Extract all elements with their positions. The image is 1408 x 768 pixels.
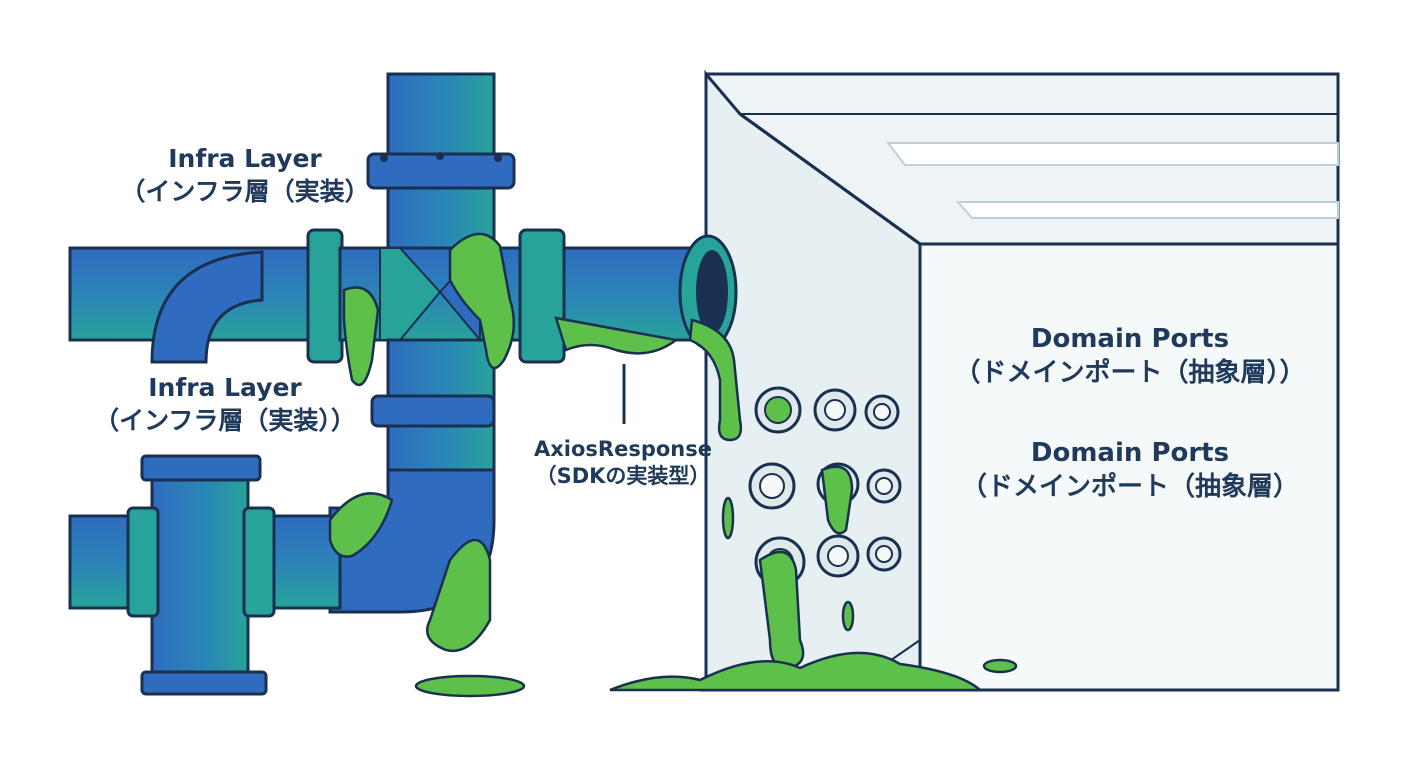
pipe-lower-tee bbox=[150, 470, 250, 680]
port-hole bbox=[748, 462, 796, 510]
port-hole bbox=[816, 534, 860, 578]
flange bbox=[140, 454, 262, 482]
port-hole bbox=[866, 468, 902, 504]
infra-layer-subtitle: （インフラ層（実装） bbox=[120, 176, 370, 206]
domain-ports-title: Domain Ports bbox=[1030, 324, 1230, 354]
domain-ports-title: Domain Ports bbox=[1030, 438, 1230, 468]
flange bbox=[242, 506, 276, 618]
infra-layer-title: Infra Layer bbox=[168, 144, 322, 173]
infra-layer-title: Infra Layer bbox=[148, 373, 302, 402]
slime-under-pipe bbox=[554, 316, 680, 355]
flange bbox=[140, 670, 268, 696]
slime-leaks bbox=[328, 232, 1018, 698]
domain-ports-label-top: Domain Ports （ドメインポート（抽象層）） bbox=[930, 323, 1330, 391]
port-hole bbox=[813, 388, 857, 432]
slime-puddle-main bbox=[609, 651, 984, 692]
axios-response-label: AxiosResponse （SDKの実装型） bbox=[478, 436, 768, 491]
port-hole bbox=[754, 386, 802, 434]
ceiling-light-2 bbox=[955, 201, 1339, 219]
slime-outlet-drip bbox=[688, 318, 743, 442]
infra-layer-label-top: Infra Layer （インフラ層（実装） bbox=[60, 143, 430, 208]
pipe-upper-elbow bbox=[150, 250, 264, 364]
flange bbox=[306, 228, 344, 364]
slime-drop bbox=[982, 658, 1018, 674]
slime-puddle-floor bbox=[414, 674, 526, 698]
slime-cross-left bbox=[342, 286, 380, 386]
slime-elbow bbox=[328, 492, 394, 558]
slime-port-drip-2 bbox=[820, 465, 854, 535]
box-front-face bbox=[918, 242, 1340, 692]
slime-port-drip bbox=[758, 550, 805, 670]
slime-elbow-drip bbox=[426, 538, 492, 653]
ceiling-light-1 bbox=[885, 142, 1339, 166]
slime-drop bbox=[841, 600, 855, 632]
box-edge-line bbox=[739, 112, 921, 246]
infra-layer-label-bottom: Infra Layer （インフラ層（実装）） bbox=[40, 372, 410, 437]
domain-ports-subtitle: （ドメインポート（抽象層）） bbox=[954, 357, 1306, 388]
port-hole bbox=[866, 536, 902, 572]
slime-cross-right bbox=[448, 232, 516, 370]
port-hole bbox=[864, 394, 900, 430]
domain-box bbox=[700, 69, 1340, 692]
flange bbox=[126, 506, 160, 618]
axios-response-subtitle: （SDKの実装型） bbox=[535, 464, 711, 489]
flange bbox=[370, 394, 496, 428]
flange bbox=[518, 228, 566, 364]
axios-response-title: AxiosResponse bbox=[534, 437, 712, 461]
slime-drop bbox=[721, 496, 735, 540]
infra-layer-subtitle: （インフラ層（実装）） bbox=[94, 405, 356, 435]
domain-ports-label-bottom: Domain Ports （ドメインポート（抽象層） bbox=[930, 437, 1330, 505]
domain-ports-subtitle: （ドメインポート（抽象層） bbox=[960, 471, 1299, 502]
